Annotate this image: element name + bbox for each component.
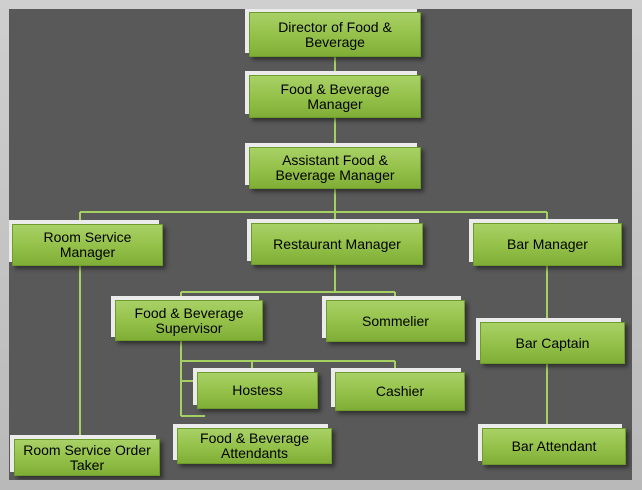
node-label: Cashier: [375, 383, 425, 399]
node-bar-manager: Bar Manager: [473, 223, 622, 266]
node-label: Hostess: [232, 382, 283, 398]
node-label: Room Service Manager: [43, 229, 132, 260]
connector-lines: [79, 57, 548, 437]
node-label: Assistant Food & Beverage Manager: [275, 152, 395, 183]
node-label: Room Service Order Taker: [23, 441, 151, 473]
org-chart-canvas: Director of Food & Beverage Food & Bever…: [9, 9, 632, 480]
node-label: Bar Manager: [507, 236, 588, 252]
node-label: Bar Attendant: [511, 438, 597, 454]
node-bar-captain: Bar Captain: [480, 322, 625, 364]
node-label: Food & Beverage Attendants: [200, 430, 309, 461]
node-food-beverage-attendants: Food & Beverage Attendants: [177, 428, 332, 464]
node-hostess: Hostess: [197, 372, 318, 409]
node-food-beverage-supervisor: Food & Beverage Supervisor: [115, 300, 263, 341]
node-label: Restaurant Manager: [273, 235, 401, 252]
node-assistant-food-beverage-manager: Assistant Food & Beverage Manager: [249, 147, 421, 189]
node-room-service-order-taker: Room Service Order Taker: [14, 439, 160, 476]
node-label: Director of Food & Beverage: [278, 18, 392, 50]
node-cashier: Cashier: [335, 372, 465, 411]
node-sommelier: Sommelier: [326, 300, 465, 342]
node-label: Sommelier: [362, 312, 429, 329]
node-label: Bar Captain: [515, 334, 590, 351]
node-room-service-manager: Room Service Manager: [12, 224, 163, 266]
node-restaurant-manager: Restaurant Manager: [251, 223, 423, 265]
node-label: Food & Beverage Supervisor: [134, 304, 244, 336]
node-director-of-food-beverage: Director of Food & Beverage: [249, 12, 421, 57]
node-label: Food & Beverage Manager: [280, 80, 390, 112]
node-bar-attendant: Bar Attendant: [482, 428, 626, 465]
node-food-beverage-manager: Food & Beverage Manager: [249, 75, 421, 118]
